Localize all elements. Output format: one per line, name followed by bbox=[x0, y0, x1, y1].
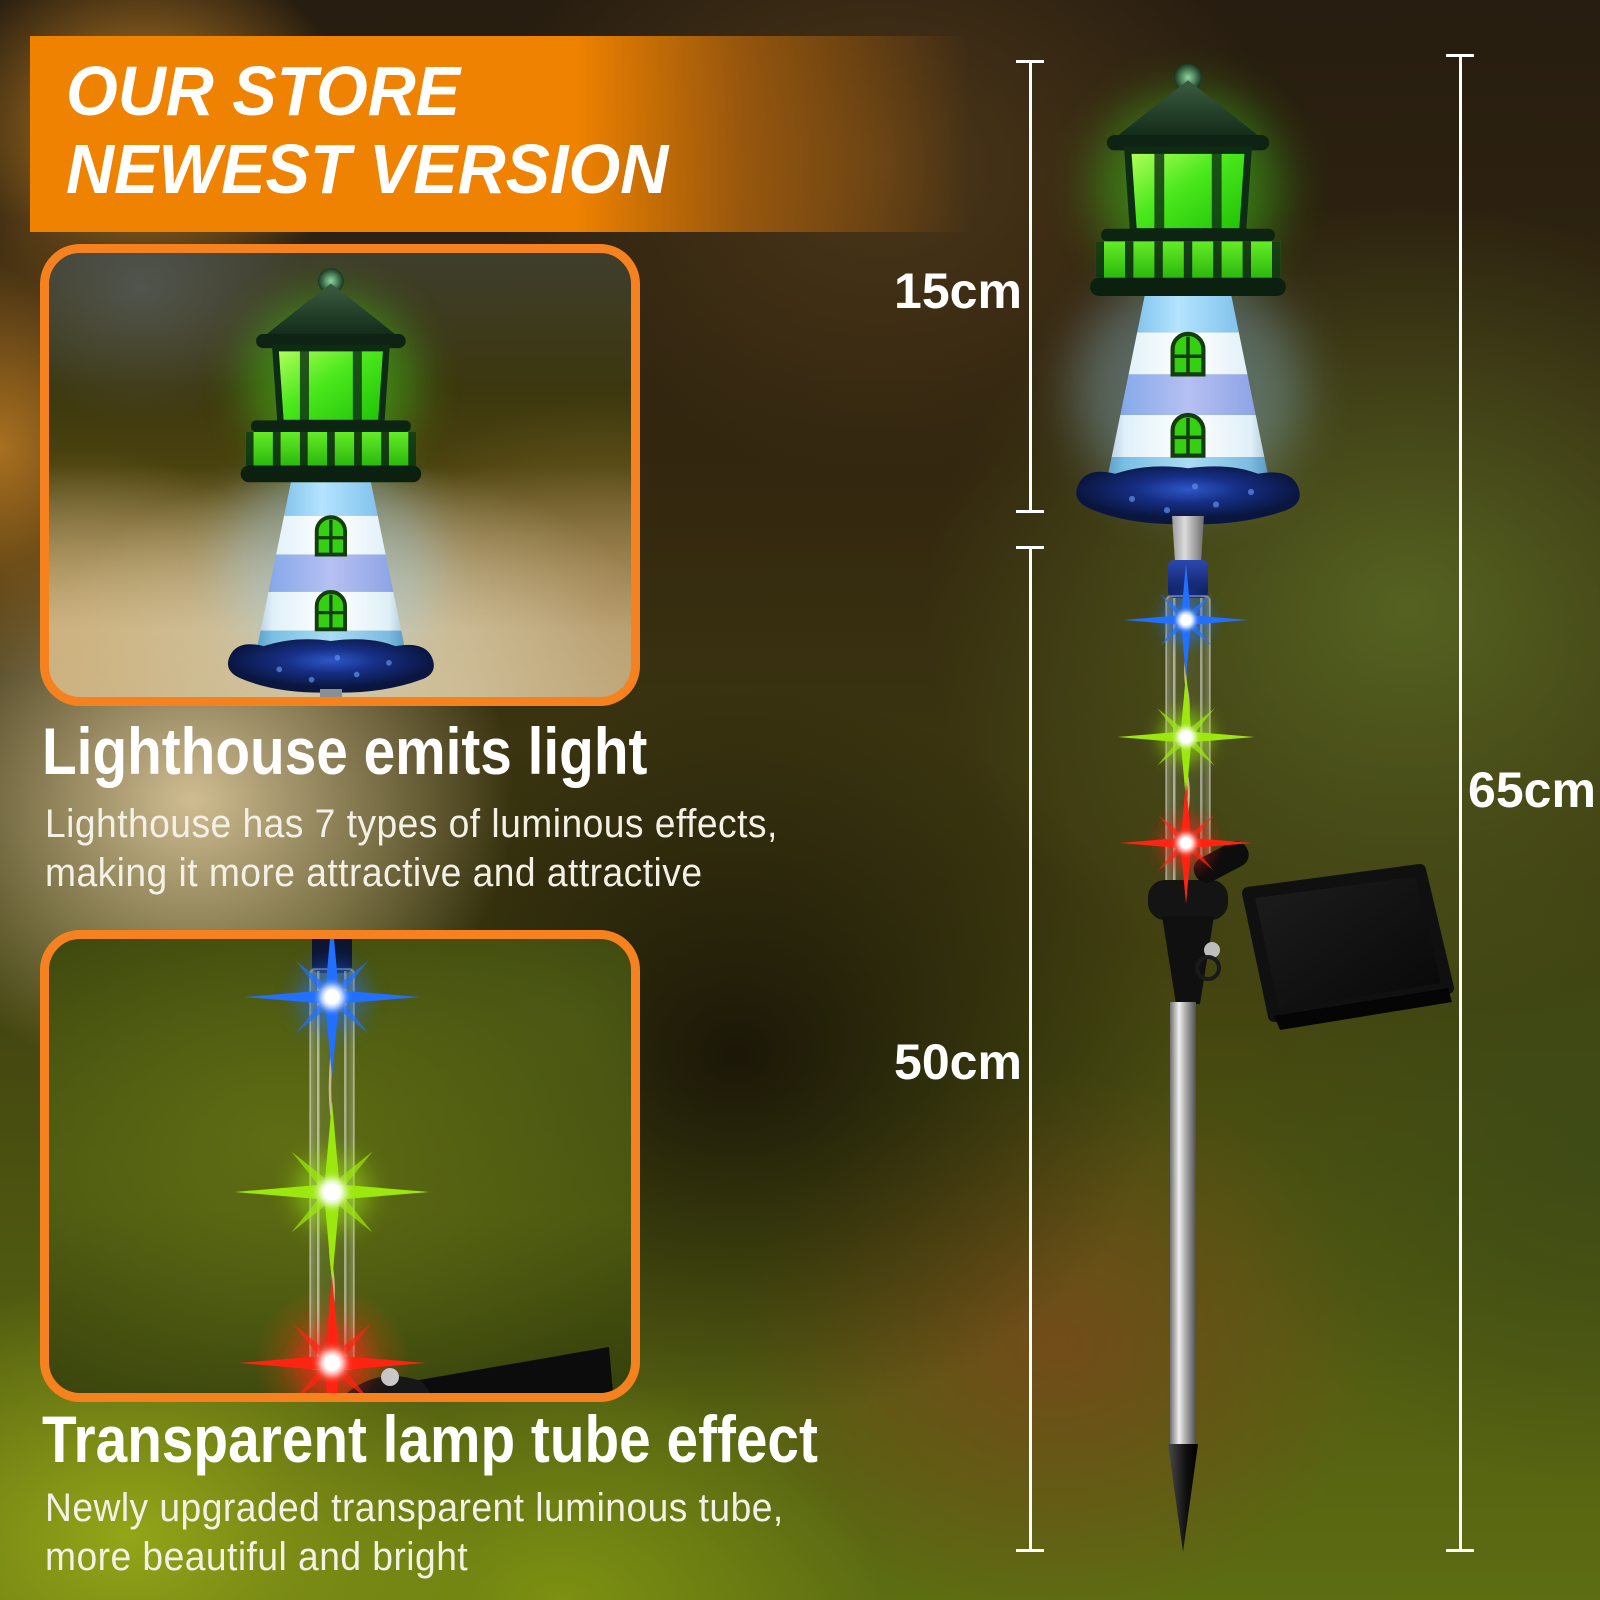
dimension-line-50cm bbox=[1029, 546, 1032, 1552]
led-starburst-green bbox=[235, 1102, 430, 1282]
dimension-cap bbox=[1016, 60, 1044, 63]
led-starburst-blue-product bbox=[1124, 562, 1249, 677]
solar-panel-edge bbox=[1274, 988, 1452, 1030]
product-photo bbox=[980, 40, 1454, 1552]
clamp-cone bbox=[1162, 916, 1214, 1004]
feature-desc-1-line2: making it more attractive and attractive bbox=[45, 851, 703, 895]
feature-title-1: Lighthouse emits light bbox=[42, 714, 648, 788]
feature-title-2: Transparent lamp tube effect bbox=[42, 1402, 818, 1476]
dimension-line-65cm bbox=[1459, 54, 1462, 1552]
banner-line-1: OUR STORE bbox=[66, 52, 461, 130]
dimension-label-50cm: 50cm bbox=[894, 1034, 1022, 1090]
hinge-cap bbox=[381, 1368, 399, 1386]
dimension-cap bbox=[1446, 1549, 1474, 1552]
hex-adapter bbox=[1172, 516, 1204, 562]
tube-lit-photo bbox=[49, 939, 613, 1393]
promo-banner: OUR STORE NEWEST VERSION bbox=[30, 36, 970, 232]
dimension-cap bbox=[1016, 546, 1044, 549]
led-starburst-green-product bbox=[1117, 674, 1254, 801]
mounting-clamp bbox=[1148, 880, 1228, 920]
dimension-line-15cm bbox=[1029, 60, 1032, 513]
dimension-cap bbox=[1446, 54, 1474, 57]
tube-collar bbox=[1168, 560, 1208, 598]
dimension-label-65cm: 65cm bbox=[1468, 762, 1596, 818]
hinge-knob bbox=[1204, 942, 1220, 958]
dimension-label-15cm: 15cm bbox=[894, 263, 1022, 319]
clamp-hinge bbox=[1193, 841, 1249, 883]
lighthouse-figure bbox=[1073, 64, 1303, 525]
pull-ring bbox=[1195, 955, 1221, 981]
feature-desc-2-line1: Newly upgraded transparent luminous tube… bbox=[45, 1486, 784, 1530]
ground-spike bbox=[1168, 1444, 1198, 1552]
pole-stub bbox=[320, 689, 342, 697]
dimension-cap bbox=[1016, 510, 1044, 513]
led-starburst-blue bbox=[245, 939, 420, 1078]
banner-line-2: NEWEST VERSION bbox=[66, 130, 669, 208]
led-starburst-red-product bbox=[1120, 782, 1253, 904]
ground-stake-pole bbox=[1170, 1002, 1196, 1444]
solar-panel-corner bbox=[379, 1347, 613, 1393]
feature-card-tube bbox=[40, 930, 640, 1402]
lighthouse-lit-photo bbox=[49, 253, 613, 697]
dimension-cap bbox=[1016, 1549, 1044, 1552]
feature-desc-1-line1: Lighthouse has 7 types of luminous effec… bbox=[45, 802, 778, 846]
feature-card-lighthouse bbox=[40, 244, 640, 706]
feature-desc-2-line2: more beautiful and bright bbox=[45, 1535, 469, 1579]
